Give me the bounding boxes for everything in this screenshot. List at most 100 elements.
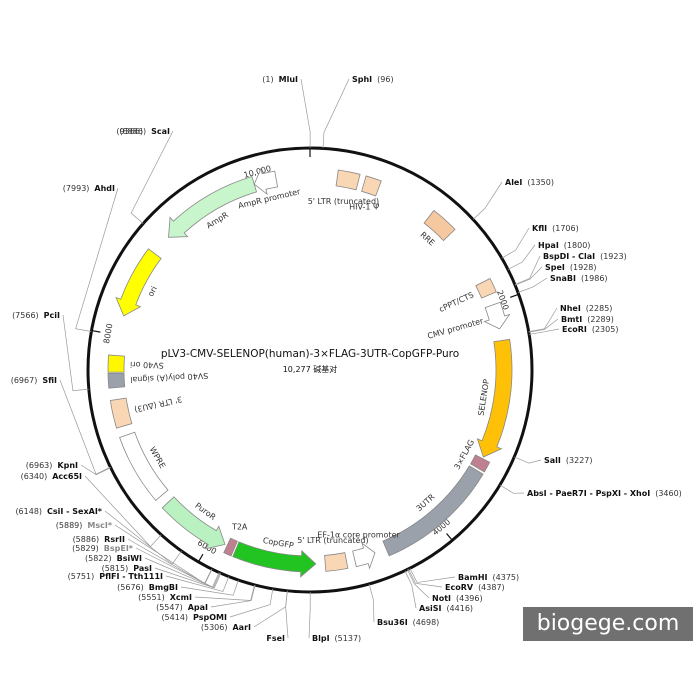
site-leader-line [404,570,417,609]
site-position: (5815) [102,564,129,573]
site-scai[interactable]: ScaI(8886) [120,127,174,224]
site-sali[interactable]: SalI(3227) [514,456,593,465]
site-name: NheI [560,304,581,313]
site-pflfi-tth111i[interactable]: PflFI - Tth111I(5751) [68,572,230,592]
site-leader-line [144,557,221,588]
feature-sv40-ori: SV40 ori [107,354,164,373]
site-leader-line [322,78,350,149]
site-position: (4396) [456,594,483,603]
site-nhei[interactable]: NheI(2285) [528,304,613,332]
site-ahdi[interactable]: AhdI(7993) [63,184,119,332]
feature-shape [107,354,125,373]
site-sfii[interactable]: SfiI(6967) [11,376,111,475]
site-leader-line [514,456,542,464]
site-position: (5414) [161,613,188,622]
site-name: BspDI - ClaI [543,252,595,261]
site-name: MscI* [87,521,112,530]
feature-label: CMV promoter [426,316,485,341]
site-leader-line [308,591,311,639]
restriction-sites: MluI(1)SphI(96) AleI(1350) KflI(1706)HpaI(… [11,75,682,643]
site-bmgbi[interactable]: BmgBI(5676) [117,580,239,596]
site-asisi[interactable]: AsiSI(4416) [404,570,473,613]
site-position: (1928) [570,263,597,272]
site-position: (5889) [56,521,83,530]
site-leader-line [180,580,239,596]
site-msci[interactable]: MscI* (5889) [56,521,212,584]
site-aari[interactable]: AarI(5306) [201,590,288,632]
site-kfli[interactable]: KflI(1706) [501,224,579,259]
site-leader-line [210,585,256,608]
site-blpi[interactable]: BlpI(5137) [308,591,361,643]
feature-ori: ori [115,248,162,317]
feature-label: cPPT/CTS [438,290,476,314]
site-bamhi[interactable]: BamHI(4375) [409,568,519,583]
site-name: SfiI [42,376,57,385]
site-leader-line [300,78,311,149]
site-position: (96) [377,75,393,84]
site-alei[interactable]: AleI(1350) [472,178,554,220]
site-leader-line [194,584,255,601]
tick-mark [197,553,204,563]
feature-5-ltr-truncated: 5' LTR (truncated) [308,169,379,206]
site-leader-line [127,538,213,585]
site-leader-line [472,181,503,220]
site-pspomi[interactable]: PspOMI(5414) [161,588,274,622]
site-leader-line [104,510,182,565]
site-position: (6148) [15,507,42,516]
site-bsiwi[interactable]: BsiWI(5822) [85,554,221,588]
site-ecori[interactable]: EcoRI(2305) [529,325,618,335]
site-absi-paer7i-pspxi-xhoi[interactable]: AbsI - PaeR7I - PspXI - XhoI (3460) [499,484,682,498]
tick-mark [510,293,519,298]
feature-shape [469,454,491,473]
site-position: (1986) [581,274,608,283]
site-hpai[interactable]: HpaI(1800) [507,241,591,270]
site-rsrii[interactable]: RsrII(5886) [73,535,213,585]
site-name: Acc65I [52,472,82,481]
site-pcii[interactable]: PciI (7566) [12,311,89,391]
site-position: (5551) [138,593,165,602]
site-position: (5829) [72,544,99,553]
site-bmti[interactable]: BmtI(2289) [528,315,614,333]
site-leader-line [368,583,375,623]
feature-shape [223,537,238,557]
site-name: AbsI - PaeR7I - PspXI - XhoI [527,489,650,498]
feature-sv40-poly-a-signal: SV40 poly(A) signal [107,371,209,389]
site-leader-line [135,547,220,588]
site-csii-sexai[interactable]: CsiI - SexAI*(6148) [15,507,182,565]
site-leader-line [499,484,525,494]
feature-shape [335,169,361,191]
site-spei[interactable]: SpeI(1928) [515,263,597,286]
site-kpni[interactable]: KpnI(6963) [26,461,111,476]
site-ecorv[interactable]: EcoRV(4387) [408,568,505,592]
site-position: (7566) [12,311,39,320]
site-bspei[interactable]: BspEI*(5829) [72,544,220,588]
site-name: ScaI [151,127,170,136]
site-pasi[interactable]: PasI(5815) [102,564,222,589]
site-position: (2289) [587,315,614,324]
feature-label: 5' LTR (truncated) [297,536,368,545]
site-position: (1350) [527,178,554,187]
feature-selenop: SELENOP [477,338,513,458]
feature-shape [423,209,456,242]
site-position: (3460) [655,489,682,498]
site-bsu36i[interactable]: Bsu36I(4698) [368,583,439,627]
site-bspdi-clai[interactable]: BspDI - ClaI (1923) [514,252,627,285]
site-sphi[interactable]: SphI(96) [322,75,394,149]
site-leader-line [84,475,162,548]
site-position: (1923) [600,252,627,261]
site-name: PciI [44,311,60,320]
site-name: SalI [544,456,561,465]
site-snabi[interactable]: SnaBI(1986) [517,274,608,293]
site-mlui[interactable]: MluI(1) [262,75,311,149]
site-position: (5547) [156,603,183,612]
site-xcmi[interactable]: XcmI(5551) [138,584,255,602]
site-apai[interactable]: ApaI(5547) [156,585,256,612]
feature-shape [161,496,226,550]
site-acc65i[interactable]: Acc65I(6340) [21,472,162,548]
site-leader-line [528,318,559,333]
site-leader-line [62,314,89,391]
tick-label: 8000 [102,323,114,345]
site-noti[interactable]: NotI(4396) [407,569,483,603]
plasmid-size: 10,277 碱基对 [283,364,338,374]
feature-shape [115,248,162,317]
